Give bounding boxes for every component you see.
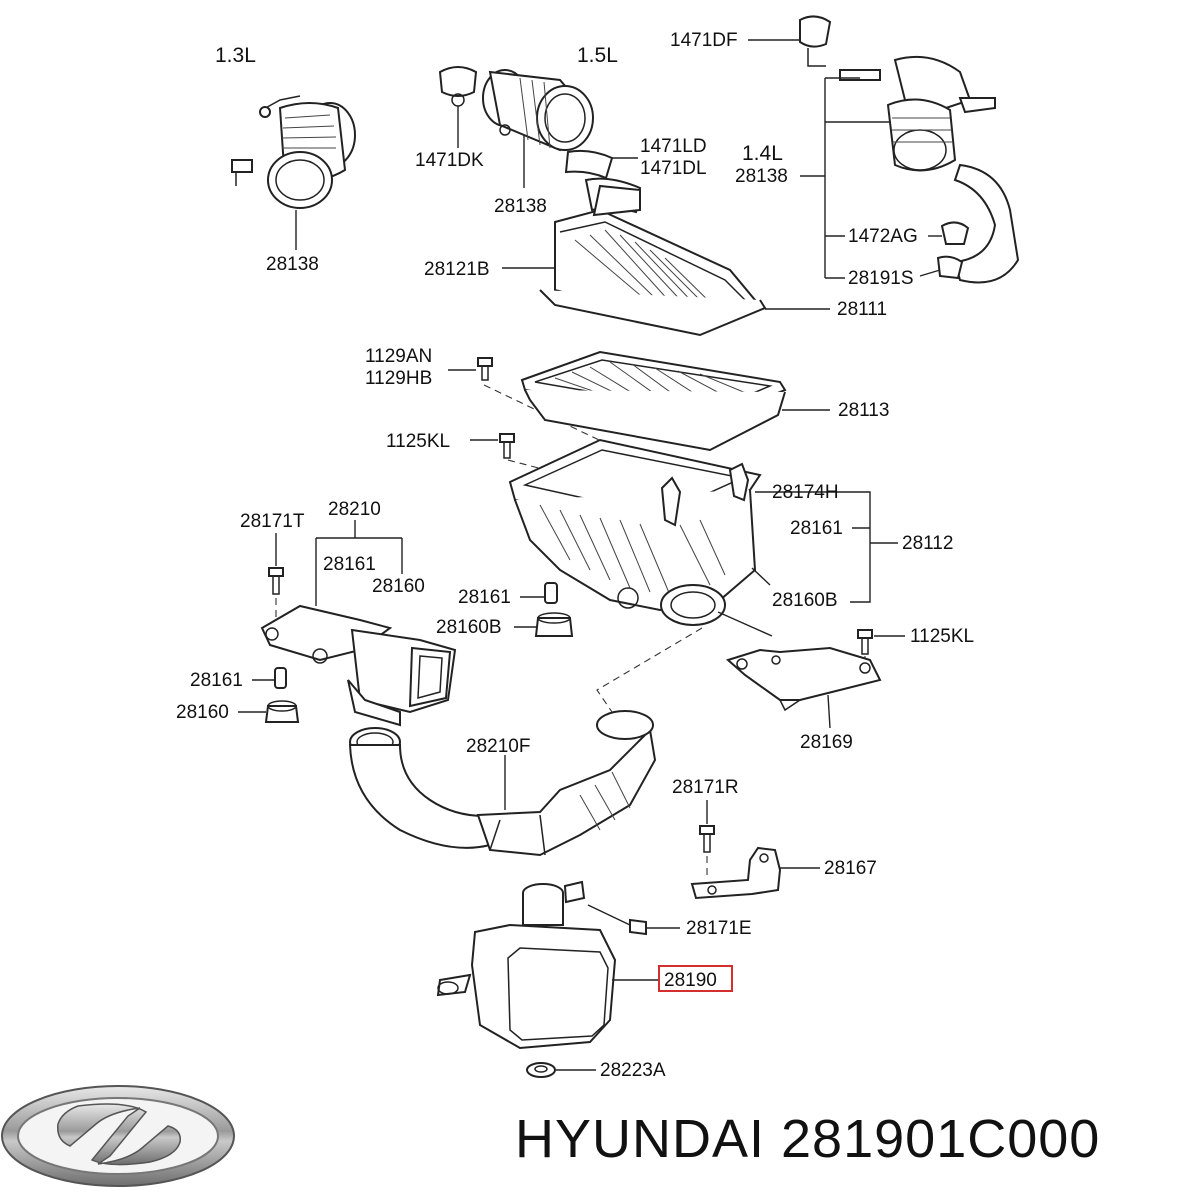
callout-1471df: 1471DF <box>670 30 738 51</box>
bracket-28169 <box>726 646 882 712</box>
variant-label-1-5l: 1.5L <box>577 44 618 67</box>
callout-28210: 28210 <box>328 499 381 520</box>
leader-bolt-28171e <box>587 904 631 926</box>
callout-28160-a: 28160 <box>372 576 425 597</box>
callout-28167: 28167 <box>824 858 877 879</box>
bolt-1125kl-b <box>857 629 873 655</box>
callout-28171r: 28171R <box>672 777 739 798</box>
air-cleaner-cover <box>539 184 767 337</box>
callout-28111: 28111 <box>837 299 887 320</box>
callout-28138-a: 28138 <box>266 254 319 275</box>
resonator-28210 <box>260 604 457 727</box>
leader-28160b-a <box>751 567 771 586</box>
variant-label-1-4l: 1.4L <box>742 142 783 165</box>
callout-28121b: 28121B <box>424 259 490 280</box>
callout-1129hb: 1129HB <box>365 368 432 389</box>
callout-1471dl: 1471DL <box>640 158 707 179</box>
callout-28223a: 28223A <box>600 1060 666 1081</box>
callout-28161-c: 28161 <box>458 587 511 608</box>
leader-bracket-28210 <box>315 520 403 606</box>
hyundai-logo-icon <box>1 1085 235 1187</box>
callout-28190[interactable]: 28190 <box>664 970 717 991</box>
leader-bracket-28112 <box>755 491 898 603</box>
callout-28138-c: 28138 <box>735 166 788 187</box>
air-filter-element <box>520 350 787 452</box>
bolt-28171t <box>268 567 284 595</box>
callout-28161-b: 28161 <box>323 554 376 575</box>
grommet-28161-c <box>544 582 558 604</box>
callout-1471ld: 1471LD <box>640 136 707 157</box>
variant-label-1-3l: 1.3L <box>215 44 256 67</box>
callout-28113: 28113 <box>838 400 889 421</box>
washer-28223a <box>526 1062 556 1078</box>
callout-1129an: 1129AN <box>365 346 432 367</box>
resonator-28190 <box>436 880 617 1050</box>
callout-28169: 28169 <box>800 732 853 753</box>
callout-28210f: 28210F <box>466 736 530 757</box>
air-cleaner-body <box>508 438 762 626</box>
callout-28191s: 28191S <box>848 268 914 289</box>
callout-28160-b: 28160 <box>176 702 229 723</box>
callout-1472ag: 1472AG <box>848 226 918 247</box>
callout-28171e: 28171E <box>686 918 752 939</box>
leader-body-bracket <box>717 611 773 637</box>
bolt-28171e <box>629 918 647 936</box>
callout-28174h: 28174H <box>772 482 839 503</box>
callout-28112: 28112 <box>902 533 953 554</box>
callout-28138-b: 28138 <box>494 196 547 217</box>
callout-1471dk: 1471DK <box>415 150 484 171</box>
highlight-box-28190 <box>658 965 733 992</box>
callout-28171t: 28171T <box>240 511 305 532</box>
leader-bracket-1-4l <box>800 77 890 279</box>
grommet-28160-b <box>264 700 300 723</box>
grommet-28161-d <box>274 667 287 689</box>
callout-1125kl-a: 1125KL <box>386 431 450 452</box>
bolt-1129 <box>477 357 493 381</box>
leader-28191s <box>919 269 941 277</box>
duct-28210f <box>348 710 657 857</box>
leader-28169 <box>827 694 831 729</box>
bracket-28167 <box>690 846 782 900</box>
intake-hose-1-3l <box>231 95 356 209</box>
dash-duct <box>596 627 703 713</box>
callout-28160b-a: 28160B <box>772 590 838 611</box>
brand-part-number: HYUNDAI 281901C000 <box>515 1109 1101 1169</box>
callout-28161-a: 28161 <box>790 518 843 539</box>
grommet-28160b-b <box>534 612 574 637</box>
callout-28161-d: 28161 <box>190 670 243 691</box>
callout-28160b-b: 28160B <box>436 617 502 638</box>
callout-1125kl-b: 1125KL <box>910 626 974 647</box>
bolt-1125kl-a <box>499 433 515 459</box>
intake-hose-1-4l <box>799 15 1020 284</box>
bolt-28171r <box>699 825 715 853</box>
